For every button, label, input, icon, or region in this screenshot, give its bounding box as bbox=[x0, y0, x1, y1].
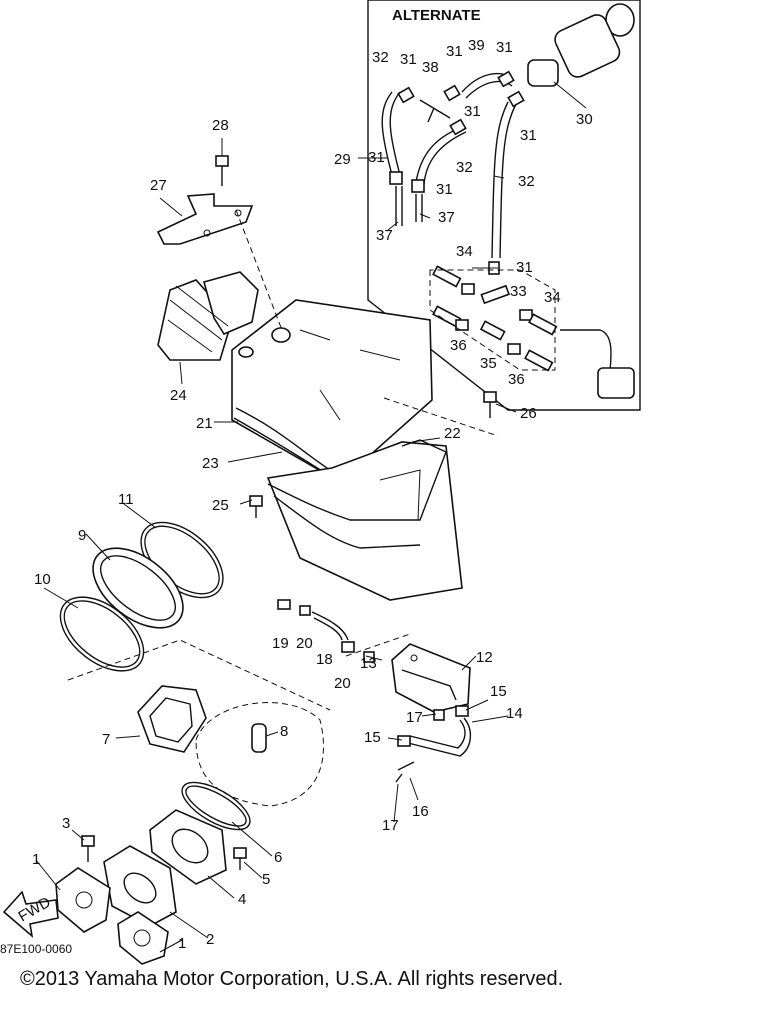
clamp-6 bbox=[181, 781, 251, 831]
hoses-14-15-16-17 bbox=[395, 705, 471, 783]
callout-10: 10 bbox=[34, 571, 51, 588]
callout-39: 39 bbox=[468, 37, 485, 54]
nipple-37a bbox=[395, 186, 403, 226]
copyright-notice: ©2013 Yamaha Motor Corporation, U.S.A. A… bbox=[20, 968, 564, 990]
nipple-37b bbox=[415, 194, 423, 222]
fittings-33-36 bbox=[429, 265, 635, 399]
plate-4 bbox=[149, 809, 227, 885]
bolt-25 bbox=[249, 495, 263, 518]
callout-18: 18 bbox=[316, 651, 333, 668]
filter-case bbox=[231, 299, 433, 483]
callout-17b: 17 bbox=[382, 817, 399, 834]
callout-36b: 36 bbox=[508, 371, 525, 388]
callout-6: 6 bbox=[274, 849, 282, 866]
callout-27: 27 bbox=[150, 177, 167, 194]
callout-24: 24 bbox=[170, 387, 187, 404]
callout-35: 35 bbox=[480, 355, 497, 372]
gasket-1-upper bbox=[55, 867, 111, 933]
bolt-26 bbox=[483, 391, 497, 418]
hose-32b-edge bbox=[423, 131, 467, 185]
callout-8: 8 bbox=[280, 723, 288, 740]
joint-9 bbox=[92, 547, 184, 629]
callout-20b: 20 bbox=[334, 675, 351, 692]
callout-17a: 17 bbox=[406, 709, 423, 726]
callout-9: 9 bbox=[78, 527, 86, 544]
callout-33: 33 bbox=[510, 283, 527, 300]
callout-25: 25 bbox=[212, 497, 229, 514]
callout-13: 13 bbox=[360, 655, 377, 672]
callout-37b: 37 bbox=[376, 227, 393, 244]
callout-30: 30 bbox=[576, 111, 593, 128]
bracket-27 bbox=[156, 193, 254, 245]
callout-32c: 32 bbox=[518, 173, 535, 190]
callout-34a: 34 bbox=[456, 243, 473, 260]
callout-31a: 31 bbox=[400, 51, 417, 68]
drawing-number: 87E100-0060 bbox=[0, 942, 73, 956]
callout-7: 7 bbox=[102, 731, 110, 748]
callout-34b: 34 bbox=[544, 289, 561, 306]
callout-29: 29 bbox=[334, 151, 351, 168]
callout-31e: 31 bbox=[520, 127, 537, 144]
manifold-2 bbox=[103, 845, 177, 927]
hose-39-edge bbox=[465, 80, 513, 99]
bolt-28 bbox=[215, 155, 229, 186]
callout-11: 11 bbox=[118, 491, 134, 508]
callout-32b: 32 bbox=[456, 159, 473, 176]
callout-31d: 31 bbox=[464, 103, 481, 120]
callout-31f: 31 bbox=[368, 149, 385, 166]
gasket-7 bbox=[137, 685, 207, 753]
callout-14: 14 bbox=[506, 705, 523, 722]
callout-32a: 32 bbox=[372, 49, 389, 66]
callout-31c: 31 bbox=[496, 39, 513, 56]
carburetor-outline-8 bbox=[195, 702, 324, 807]
callout-5: 5 bbox=[262, 871, 270, 888]
t-fitting-38 bbox=[419, 99, 451, 123]
callout-2: 2 bbox=[206, 931, 214, 948]
callout-31g: 31 bbox=[436, 181, 453, 198]
callout-31b: 31 bbox=[446, 43, 463, 60]
hose-32a bbox=[381, 91, 393, 176]
callout-20a: 20 bbox=[296, 635, 313, 652]
callout-37a: 37 bbox=[438, 209, 455, 226]
callout-15b: 15 bbox=[364, 729, 381, 746]
callout-12: 12 bbox=[476, 649, 493, 666]
gasket-1-lower bbox=[117, 911, 169, 965]
callout-22: 22 bbox=[444, 425, 461, 442]
callout-26: 26 bbox=[520, 405, 537, 422]
callout-16: 16 bbox=[412, 803, 429, 820]
alternate-inset: ALTERNATE bbox=[367, 0, 641, 411]
clamp-10 bbox=[59, 596, 145, 672]
hose-32c-edge bbox=[499, 103, 517, 259]
fuel-pump-30 bbox=[527, 3, 635, 87]
callout-23: 23 bbox=[202, 455, 219, 472]
callout-3: 3 bbox=[62, 815, 70, 832]
alternate-title: ALTERNATE bbox=[392, 7, 481, 24]
callout-labels: 28 27 24 21 23 25 22 26 11 9 10 7 8 3 1 … bbox=[32, 37, 593, 952]
filter-case-lower bbox=[266, 439, 463, 601]
callout-4: 4 bbox=[238, 891, 246, 908]
fuel-pump-12 bbox=[391, 643, 471, 713]
silencer-24 bbox=[157, 271, 259, 361]
callout-28: 28 bbox=[212, 117, 229, 134]
callout-31h: 31 bbox=[516, 259, 533, 276]
bolt-3 bbox=[81, 835, 95, 862]
callout-36a: 36 bbox=[450, 337, 467, 354]
callout-15a: 15 bbox=[490, 683, 507, 700]
hose-32b bbox=[415, 127, 461, 183]
hose-32c bbox=[491, 101, 509, 259]
leader-lines bbox=[35, 81, 587, 953]
callout-38: 38 bbox=[422, 59, 439, 76]
fwd-arrow: FWD bbox=[2, 890, 59, 939]
callout-1b: 1 bbox=[178, 935, 186, 952]
callout-19: 19 bbox=[272, 635, 289, 652]
bolt-5 bbox=[233, 847, 247, 870]
callout-1a: 1 bbox=[32, 851, 40, 868]
hose-32a-edge bbox=[389, 91, 401, 176]
callout-21: 21 bbox=[196, 415, 213, 432]
